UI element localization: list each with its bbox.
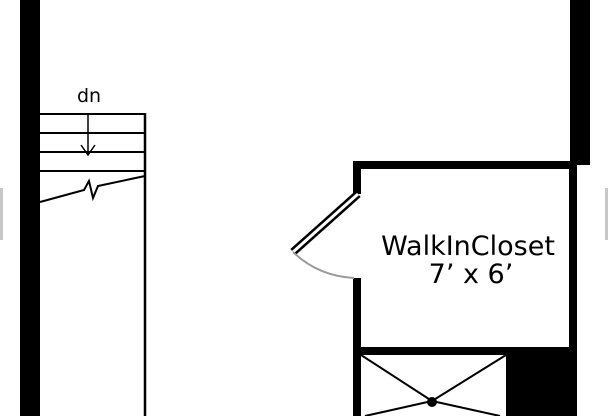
closet-bottom-wall xyxy=(353,347,577,355)
room-name-label: WalkInCloset xyxy=(381,231,555,262)
box-diagonal xyxy=(431,400,501,416)
room-dimensions-label: 7’ x 6’ xyxy=(429,259,514,290)
closet-left-wall-upper xyxy=(353,161,361,194)
closet-top-wall xyxy=(353,161,571,169)
lower-x-box xyxy=(360,354,577,416)
left-exterior-wall xyxy=(20,0,40,416)
right-exterior-wall xyxy=(570,0,590,165)
solid-block xyxy=(512,355,577,416)
closet-right-wall xyxy=(569,161,577,352)
box-center-dot xyxy=(427,397,437,407)
left-edge-marker xyxy=(0,188,3,240)
right-edge-marker xyxy=(605,188,608,240)
staircase: dn xyxy=(39,85,147,416)
stair-direction-label: dn xyxy=(77,85,101,107)
box-diagonal xyxy=(364,400,433,416)
closet-door xyxy=(290,191,361,279)
box-diagonal xyxy=(431,354,507,402)
stair-break-line xyxy=(39,175,146,203)
box-divider-wall xyxy=(506,355,512,416)
door-swing-arc xyxy=(292,251,355,279)
door-leaf-inner xyxy=(292,192,359,254)
box-diagonal xyxy=(360,354,433,402)
stair-arrow-head xyxy=(80,144,96,157)
